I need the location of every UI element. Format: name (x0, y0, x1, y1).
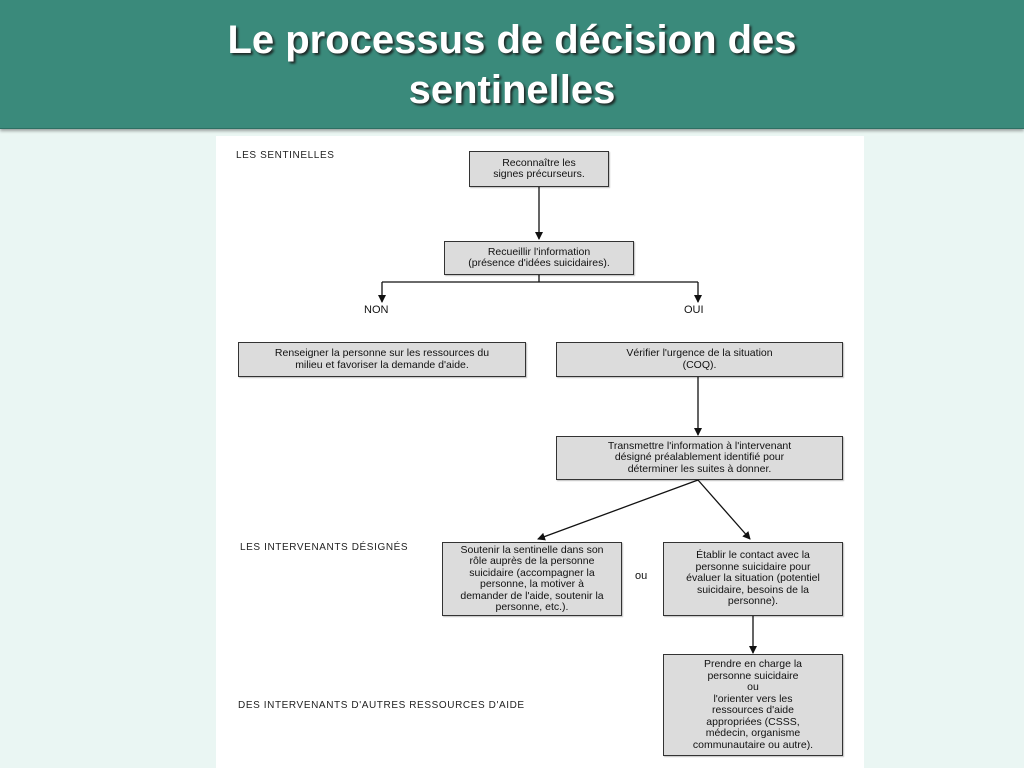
box-etablir-text: Établir le contact avec la personne suic… (686, 549, 820, 608)
flowchart-diagram: LES SENTINELLES LES INTERVENANTS DÉSIGNÉ… (216, 136, 864, 768)
slide-title: Le processus de décision des sentinelles (0, 15, 1024, 115)
label-ou: ou (635, 570, 648, 582)
section-label-sentinelles: LES SENTINELLES (236, 150, 335, 161)
slide-header: Le processus de décision des sentinelles (0, 0, 1024, 129)
arrow-transmettre-to-soutenir (537, 479, 699, 541)
section-label-autres-ressources: DES INTERVENANTS D'AUTRES RESSOURCES D'A… (238, 700, 525, 711)
label-non: NON (364, 304, 389, 316)
box-prendre-text: Prendre en charge la personne suicidaire… (692, 658, 814, 751)
arrow-transmettre-to-etablir (697, 479, 751, 540)
box-renseigner-text: Renseigner la personne sur les ressource… (274, 347, 490, 371)
box-recueillir: Recueillir l'information (présence d'idé… (444, 241, 634, 275)
box-transmettre: Transmettre l'information à l'intervenan… (556, 436, 843, 480)
box-soutenir: Soutenir la sentinelle dans son rôle aup… (442, 542, 622, 616)
label-oui: OUI (684, 304, 704, 316)
box-recueillir-text: Recueillir l'information (présence d'idé… (468, 245, 610, 269)
box-soutenir-text: Soutenir la sentinelle dans son rôle aup… (460, 543, 604, 613)
box-etablir: Établir le contact avec la personne suic… (663, 542, 843, 616)
box-reconnaitre-text: Reconnaître les signes précurseurs. (493, 156, 585, 180)
section-label-intervenants: LES INTERVENANTS DÉSIGNÉS (240, 542, 409, 553)
flowchart-connectors (378, 186, 757, 654)
box-verifier-text: Vérifier l'urgence de la situation (COQ)… (626, 347, 773, 371)
box-transmettre-text: Transmettre l'information à l'intervenan… (607, 439, 792, 475)
box-prendre: Prendre en charge la personne suicidaire… (663, 654, 843, 756)
box-reconnaitre: Reconnaître les signes précurseurs. (469, 151, 609, 187)
box-renseigner: Renseigner la personne sur les ressource… (238, 342, 526, 377)
box-verifier: Vérifier l'urgence de la situation (COQ)… (556, 342, 843, 377)
slide-title-line-2: sentinelles (408, 68, 616, 112)
slide-title-line-1: Le processus de décision des (227, 18, 797, 62)
